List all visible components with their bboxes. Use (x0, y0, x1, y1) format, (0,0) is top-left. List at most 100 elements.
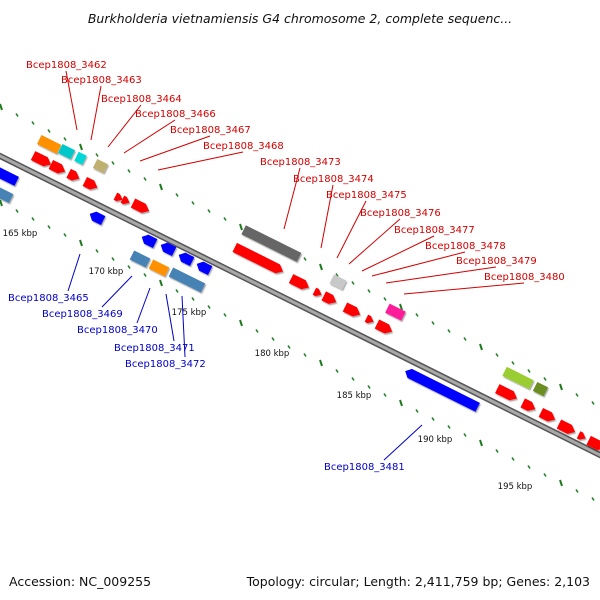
tick-mark (111, 257, 115, 261)
gene-arrow-forward[interactable] (520, 398, 538, 413)
label-leader-line (320, 184, 334, 249)
feature-box-steelblue[interactable] (168, 267, 206, 293)
feature-box-khaki[interactable] (92, 158, 109, 174)
gene-arrow-forward[interactable] (30, 151, 53, 169)
tick-mark (479, 439, 483, 447)
feature-box-steelblue[interactable] (0, 186, 14, 204)
gene-label[interactable]: Bcep1808_3468 (203, 141, 284, 152)
gene-arrow-reverse[interactable] (88, 209, 106, 226)
tick-mark (127, 169, 131, 173)
feature-box-cyan-small[interactable] (74, 151, 87, 165)
feature-box-orange[interactable] (148, 259, 170, 277)
ruler-tick-label: 195 kbp (498, 482, 533, 492)
tick-mark (63, 233, 67, 237)
gene-arrow-forward[interactable] (82, 176, 100, 192)
gene-arrow-reverse[interactable] (140, 232, 158, 249)
tick-mark (319, 359, 323, 367)
gene-arrow-forward[interactable] (232, 242, 286, 276)
tick-mark (79, 239, 83, 247)
feature-box-lime[interactable] (502, 366, 534, 390)
gene-arrow-reverse[interactable] (159, 240, 177, 257)
gene-label[interactable]: Bcep1808_3475 (326, 190, 407, 201)
tick-mark (495, 353, 499, 357)
gene-arrow-forward[interactable] (130, 198, 152, 216)
tick-mark (527, 369, 531, 373)
feature-box-cyan[interactable] (58, 144, 76, 160)
feature-box-gray[interactable] (241, 225, 302, 262)
gene-arrow-forward[interactable] (321, 291, 339, 306)
tick-mark (447, 329, 451, 333)
tick-mark (431, 417, 435, 421)
tick-mark (495, 449, 499, 453)
gene-arrow-reverse[interactable] (403, 367, 480, 412)
gene-label[interactable]: Bcep1808_3463 (61, 75, 142, 86)
gene-label[interactable]: Bcep1808_3481 (324, 462, 405, 473)
tick-mark (575, 489, 579, 493)
tick-mark (111, 161, 115, 165)
feature-box-steelblue[interactable] (129, 250, 151, 268)
tick-mark (207, 209, 211, 213)
gene-label[interactable]: Bcep1808_3466 (135, 109, 216, 120)
feature-box-olive[interactable] (532, 381, 549, 397)
gene-label[interactable]: Bcep1808_3469 (42, 309, 123, 320)
feature-box-orange[interactable] (37, 135, 62, 154)
topology-text: Topology: circular; Length: 2,411,759 bp… (246, 574, 590, 589)
gene-label[interactable]: Bcep1808_3476 (360, 208, 441, 219)
gene-label[interactable]: Bcep1808_3480 (484, 272, 565, 283)
tick-mark (511, 361, 515, 365)
ruler-tick-label: 180 kbp (255, 349, 290, 359)
gene-arrow-forward[interactable] (66, 168, 81, 183)
gene-arrow-reverse[interactable] (177, 250, 195, 267)
ruler-tick-label: 190 kbp (418, 435, 453, 445)
gene-label[interactable]: Bcep1808_3465 (8, 293, 89, 304)
gene-label[interactable]: Bcep1808_3472 (125, 359, 206, 370)
gene-arrow-forward[interactable] (312, 287, 324, 299)
label-leader-line (65, 70, 78, 131)
tick-mark (175, 289, 179, 293)
gene-label[interactable]: Bcep1808_3471 (114, 343, 195, 354)
gene-arrow-forward[interactable] (538, 407, 558, 424)
tick-mark (271, 337, 275, 341)
gene-arrow-forward[interactable] (576, 431, 588, 442)
label-leader-line (101, 275, 133, 308)
tick-mark (431, 321, 435, 325)
gene-arrow-forward[interactable] (556, 419, 578, 437)
tick-mark (367, 289, 371, 293)
gene-label[interactable]: Bcep1808_3473 (260, 157, 341, 168)
tick-mark (335, 369, 339, 373)
gene-arrow-reverse[interactable] (195, 259, 213, 276)
tick-mark (383, 393, 387, 397)
gene-arrow-reverse[interactable] (0, 166, 19, 186)
tick-mark (223, 313, 227, 317)
gene-label[interactable]: Bcep1808_3464 (101, 94, 182, 105)
gene-arrow-forward[interactable] (374, 319, 395, 337)
feature-box-lightgray[interactable] (329, 274, 347, 290)
tick-mark (415, 313, 419, 317)
gene-arrow-forward[interactable] (364, 314, 376, 326)
gene-label[interactable]: Bcep1808_3462 (26, 60, 107, 71)
label-leader-line (403, 282, 525, 295)
gene-label[interactable]: Bcep1808_3474 (293, 174, 374, 185)
gene-label[interactable]: Bcep1808_3467 (170, 125, 251, 136)
feature-track (0, 135, 600, 453)
gene-label[interactable]: Bcep1808_3477 (394, 225, 475, 236)
gene-label[interactable]: Bcep1808_3479 (456, 256, 537, 267)
ruler-tick-label: 185 kbp (337, 391, 372, 401)
gene-arrow-forward[interactable] (288, 274, 311, 292)
tick-mark (351, 377, 355, 381)
gene-arrow-forward[interactable] (120, 195, 132, 207)
gene-arrow-forward[interactable] (48, 159, 68, 176)
label-leader-line (348, 218, 401, 265)
feature-box-pink[interactable] (385, 303, 406, 321)
gene-label[interactable]: Bcep1808_3470 (77, 325, 158, 336)
tick-mark (463, 433, 467, 437)
gene-arrow-forward[interactable] (113, 192, 125, 204)
gene-arrow-forward[interactable] (586, 435, 600, 453)
tick-mark (239, 319, 243, 327)
gene-arrow-forward[interactable] (342, 302, 363, 320)
gene-label[interactable]: Bcep1808_3478 (425, 241, 506, 252)
accession-text: Accession: NC_009255 (9, 574, 151, 589)
gene-arrow-forward[interactable] (495, 384, 519, 403)
tick-mark (383, 297, 387, 301)
